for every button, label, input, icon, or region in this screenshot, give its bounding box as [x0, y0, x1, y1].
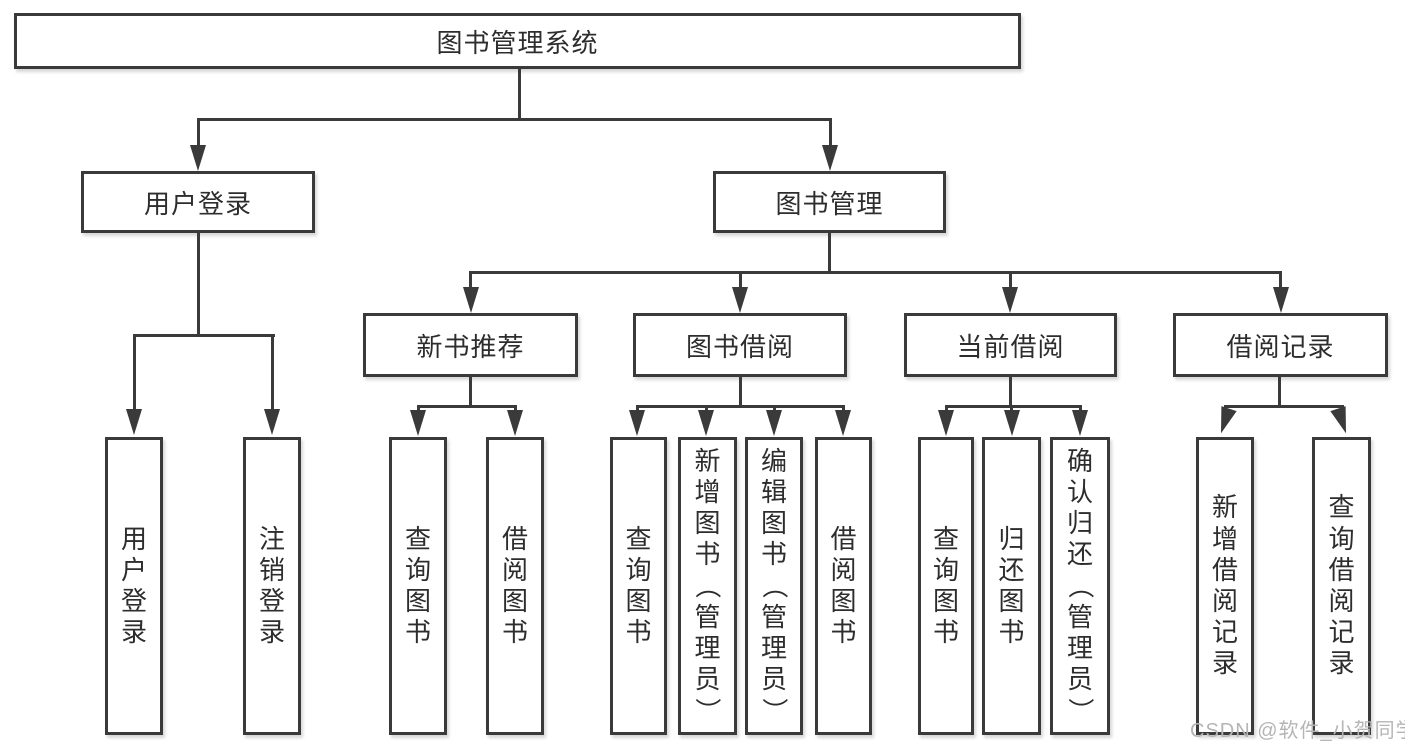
arrowhead-icon	[629, 410, 645, 436]
leaf-current-query-books: 查询图书	[918, 437, 974, 735]
connector-line	[738, 376, 742, 407]
connector-line	[469, 271, 1282, 274]
arrowhead-icon	[462, 287, 479, 313]
leaf-borrow-borrow-books: 借阅图书	[815, 437, 872, 735]
connector-line	[416, 405, 517, 408]
arrowhead-icon	[698, 410, 714, 436]
connector-line	[513, 405, 517, 412]
connector-line	[828, 118, 832, 148]
connector-line	[1279, 271, 1282, 288]
connector-line	[1277, 376, 1281, 407]
leaf-newbooks-borrow-books: 借阅图书	[486, 437, 544, 735]
connector-line	[416, 405, 420, 412]
arrowhead-icon	[1213, 406, 1237, 436]
node-borrow-records-label: 借阅记录	[1226, 331, 1335, 362]
connector-line	[1008, 376, 1012, 407]
arrowhead-icon	[766, 410, 782, 436]
arrowhead-icon	[190, 145, 206, 171]
connector-line	[196, 233, 200, 336]
connector-line	[738, 271, 742, 288]
arrowhead-icon	[1002, 287, 1018, 313]
connector-line	[841, 405, 845, 412]
leaf-user-login: 用户登录	[105, 437, 163, 735]
leaf-borrow-edit-books-admin: 编辑图书（管理员）	[745, 437, 803, 735]
connector-line	[827, 233, 831, 273]
node-root: 图书管理系统	[14, 13, 1021, 69]
node-book-borrow: 图书借阅	[633, 313, 847, 377]
connector-line	[469, 376, 472, 407]
connector-line	[1010, 405, 1013, 412]
arrowhead-icon	[938, 410, 954, 436]
node-user-login: 用户登录	[81, 171, 315, 233]
leaf-current-confirm-return-admin: 确认归还（管理员）	[1050, 437, 1110, 735]
node-new-book-recommend: 新书推荐	[363, 313, 578, 377]
arrowhead-icon	[410, 410, 426, 436]
connector-line	[944, 405, 1082, 408]
leaf-records-query-record: 查询借阅记录	[1312, 437, 1371, 735]
arrowhead-icon	[1072, 410, 1088, 436]
arrowhead-icon	[507, 410, 523, 436]
node-root-label: 图书管理系统	[436, 27, 599, 58]
connector-line	[1078, 405, 1082, 412]
node-new-book-recommend-label: 新书推荐	[416, 331, 525, 362]
leaf-records-add-record: 新增借阅记录	[1196, 437, 1254, 735]
node-book-management: 图书管理	[713, 171, 946, 233]
connector-line	[1223, 405, 1344, 408]
leaf-borrow-query-books: 查询图书	[610, 437, 667, 735]
connector-line	[944, 405, 948, 412]
connector-line	[132, 334, 136, 410]
connector-line	[704, 405, 708, 412]
connector-line	[1008, 271, 1012, 288]
arrowhead-icon	[732, 287, 748, 313]
leaf-borrow-add-books-admin: 新增图书（管理员）	[678, 437, 737, 735]
connector-line	[132, 334, 275, 337]
node-book-borrow-label: 图书借阅	[685, 331, 794, 362]
connector-line	[772, 405, 776, 412]
arrowhead-icon	[1330, 406, 1354, 436]
leaf-logout: 注销登录	[243, 437, 301, 735]
connector-line	[635, 405, 845, 408]
node-book-management-label: 图书管理	[775, 188, 884, 219]
node-borrow-records: 借阅记录	[1173, 313, 1388, 377]
arrowhead-icon	[822, 145, 838, 171]
arrowhead-icon	[835, 410, 851, 436]
node-current-borrow: 当前借阅	[904, 313, 1117, 377]
connector-line	[270, 334, 274, 410]
node-user-login-label: 用户登录	[143, 188, 252, 219]
arrowhead-icon	[264, 409, 280, 435]
node-current-borrow-label: 当前借阅	[956, 331, 1065, 362]
leaf-newbooks-query-books: 查询图书	[389, 437, 447, 735]
arrowhead-icon	[1272, 287, 1289, 313]
connector-line	[196, 118, 200, 148]
connector-line	[196, 118, 832, 121]
connector-line	[469, 271, 472, 288]
connector-line	[518, 68, 521, 120]
connector-line	[635, 405, 639, 412]
arrowhead-icon	[1003, 410, 1020, 436]
watermark: CSDN @软件_小贺同学	[1190, 720, 1405, 742]
arrowhead-icon	[126, 409, 142, 435]
leaf-current-return-books: 归还图书	[982, 437, 1041, 735]
